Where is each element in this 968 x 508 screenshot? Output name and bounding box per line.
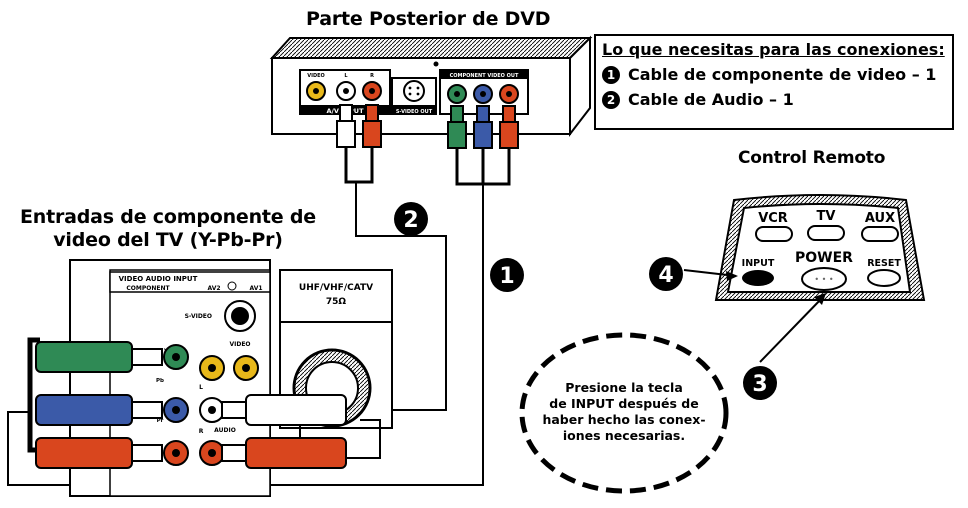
needs-item-audio-cable: 2 Cable de Audio – 1 (602, 90, 946, 109)
step-marker-2: 2 (394, 202, 428, 236)
tv-video-label: VIDEO (229, 341, 250, 348)
tv-inputs-title: Entradas de componente de video del TV (… (18, 206, 318, 252)
tv-y-plug (35, 341, 133, 373)
dvd-rear-panel: A/V INPUT VIDEO L R S-VIDEO OUT COMPONEN… (269, 35, 593, 137)
dvd-svideo-out-label: S-VIDEO OUT (396, 109, 433, 115)
remote-tv-label: TV (817, 209, 836, 224)
svg-text:• • •: • • • (814, 275, 833, 284)
needs-heading: Lo que necesitas para las conexiones: (602, 40, 945, 59)
remote-control: VCR TV AUX INPUT POWER RESET • • • (714, 194, 926, 301)
remote-vcr-label: VCR (758, 211, 788, 226)
dvd-component-out-label: COMPONENT VIDEO OUT (450, 73, 519, 79)
antenna-label-line1: UHF/VHF/CATV (299, 283, 373, 293)
svg-text:4: 4 (658, 263, 673, 288)
dvd-r-label: R (370, 73, 374, 79)
svg-text:2: 2 (403, 208, 418, 233)
callout-text: Presione la tecla de INPUT después de ha… (538, 380, 710, 444)
number-1-icon: 1 (602, 65, 620, 84)
dvd-svideo-jack (403, 80, 425, 102)
tv-video-audio-input-label: VIDEO AUDIO INPUT (119, 275, 198, 283)
dvd-l-label: L (344, 73, 348, 79)
needs-item-label: Cable de componente de video – 1 (628, 65, 937, 84)
tv-svideo-label: S-VIDEO (185, 313, 212, 320)
tv-av2-label: AV2 (207, 285, 220, 292)
step-marker-3: 3 (743, 366, 777, 400)
svg-text:3: 3 (752, 372, 767, 397)
tv-title-line1: Entradas de componente de (19, 206, 316, 228)
callout-line3: haber hecho las conex- (542, 412, 706, 427)
step-marker-1: 1 (490, 258, 524, 292)
tv-pr-plug (35, 437, 133, 469)
tv-audio-plugs (199, 394, 347, 469)
tv-r-label: R (199, 428, 204, 435)
remote-power-button[interactable] (801, 267, 847, 291)
tv-audio-label: AUDIO (214, 427, 236, 434)
remote-input-label: INPUT (742, 258, 775, 269)
tv-pr-label: Pr (157, 418, 164, 424)
remote-input-button[interactable] (742, 270, 774, 286)
step-marker-4: 4 (649, 257, 683, 291)
dvd-component-plugs (447, 105, 519, 149)
tv-component-label: COMPONENT (126, 285, 170, 292)
dvd-rear-title: Parte Posterior de DVD (306, 8, 551, 30)
remote-vcr-button[interactable] (755, 226, 793, 242)
needs-item-component-cable: 1 Cable de componente de video – 1 (602, 65, 946, 84)
remote-reset-button[interactable] (867, 269, 901, 287)
remote-tv-button[interactable] (807, 225, 845, 241)
antenna-label-line2: 75Ω (326, 297, 347, 307)
arrow-to-power (759, 295, 825, 363)
needs-item-label: Cable de Audio – 1 (628, 90, 794, 109)
tv-av1-label: AV1 (249, 285, 262, 292)
tv-component-plugs (35, 341, 189, 469)
remote-power-label: POWER (795, 250, 853, 266)
svg-text:1: 1 (499, 264, 514, 289)
remote-aux-button[interactable] (861, 226, 899, 242)
tv-title-line2: video del TV (Y-Pb-Pr) (53, 229, 283, 251)
callout-line2: de INPUT después de (549, 396, 699, 411)
tv-audio-r-plug (245, 437, 347, 469)
tv-l-label: L (199, 384, 203, 391)
number-2-icon: 2 (602, 90, 620, 109)
needs-box: Lo que necesitas para las conexiones: 1 … (594, 34, 954, 130)
dvd-video-label: VIDEO (307, 73, 325, 79)
remote-aux-label: AUX (865, 211, 895, 226)
remote-title: Control Remoto (738, 148, 886, 168)
remote-reset-label: RESET (867, 258, 901, 269)
tv-audio-l-plug (245, 394, 347, 426)
tv-pb-plug (35, 394, 133, 426)
callout-bubble (519, 332, 729, 494)
tv-pb-label: Pb (156, 378, 164, 384)
callout-line1: Presione la tecla (565, 380, 683, 395)
callout-line4: iones necesarias. (562, 428, 686, 443)
